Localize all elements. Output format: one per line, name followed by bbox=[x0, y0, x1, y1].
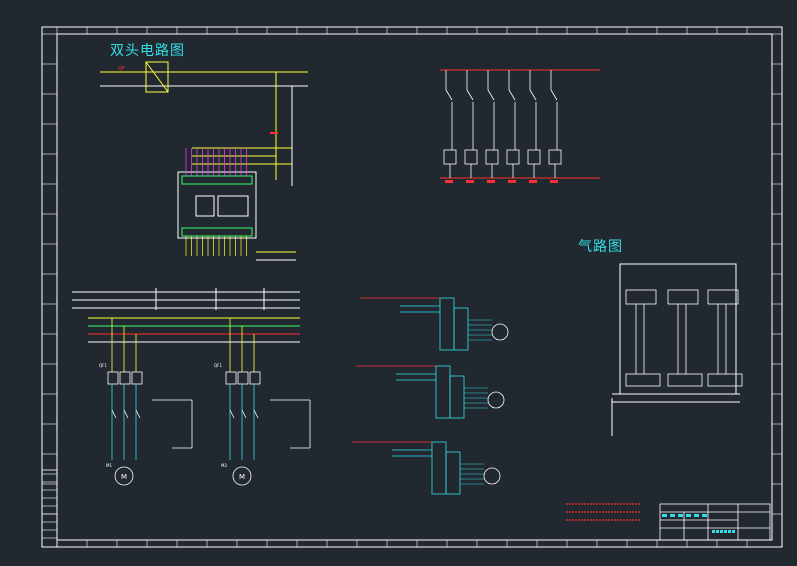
drive-terminal-block bbox=[453, 307, 469, 351]
title-cell bbox=[712, 530, 715, 533]
pneumatic-cylinder bbox=[667, 289, 703, 387]
pneumatic-diagram bbox=[611, 263, 743, 436]
relay-coil bbox=[485, 149, 499, 165]
relay-coil bbox=[506, 149, 520, 165]
motor-symbol bbox=[114, 466, 134, 486]
drawing-frame bbox=[41, 26, 783, 548]
notes bbox=[566, 503, 640, 521]
contactor-pole bbox=[107, 371, 119, 385]
motor-symbol bbox=[487, 391, 505, 409]
motor-branch-2: M bbox=[225, 318, 311, 486]
drive-module bbox=[352, 441, 501, 495]
breaker-label-1: QF1 bbox=[99, 363, 107, 368]
motor-label-1: M1 bbox=[106, 463, 112, 468]
title-cell bbox=[694, 514, 699, 517]
title-block bbox=[659, 503, 771, 541]
revision-table bbox=[41, 469, 58, 548]
pneumatic-diagram-title: 气路图 bbox=[578, 239, 623, 255]
power-feed-circuit: QF bbox=[100, 61, 308, 186]
motor-branch-1: M bbox=[107, 318, 193, 486]
title-block-cells bbox=[662, 514, 735, 533]
frame-grid-ticks bbox=[42, 27, 782, 547]
plc-module bbox=[177, 148, 296, 261]
contactor-pole bbox=[225, 371, 237, 385]
drive-terminal-block bbox=[449, 375, 465, 419]
motor-circuit-header bbox=[72, 288, 300, 310]
drive-module bbox=[360, 297, 509, 351]
relay-column bbox=[443, 70, 457, 183]
drive-body bbox=[435, 365, 451, 419]
title-cell bbox=[728, 530, 731, 533]
title-cell bbox=[662, 514, 667, 517]
solenoid-valve bbox=[707, 373, 743, 387]
title-cell bbox=[686, 514, 691, 517]
svg-text:QF: QF bbox=[118, 66, 125, 72]
relay-coil bbox=[464, 149, 478, 165]
drive-body bbox=[431, 441, 447, 495]
title-cell bbox=[670, 514, 675, 517]
solenoid-valve bbox=[625, 373, 661, 387]
contactor-pole bbox=[131, 371, 143, 385]
breaker-label-2: QF1 bbox=[214, 363, 222, 368]
drive-modules bbox=[352, 297, 509, 495]
contactor-pole bbox=[237, 371, 249, 385]
relay-tag bbox=[445, 180, 453, 183]
relay-column bbox=[527, 70, 541, 183]
contactor-pole bbox=[249, 371, 261, 385]
relay-column bbox=[485, 70, 499, 183]
relay-coil bbox=[548, 149, 562, 165]
motor-symbol bbox=[491, 323, 509, 341]
relay-coil bbox=[527, 149, 541, 165]
title-cell bbox=[724, 530, 727, 533]
title-cell bbox=[716, 530, 719, 533]
relay-tag bbox=[550, 180, 558, 183]
relay-tag bbox=[466, 180, 474, 183]
relay-tag bbox=[508, 180, 516, 183]
drive-terminal-block bbox=[445, 451, 461, 495]
title-cell bbox=[678, 514, 683, 517]
circuit-diagram-title: 双头电路图 bbox=[110, 43, 185, 59]
relay-column bbox=[464, 70, 478, 183]
plc-bottom-terminals bbox=[185, 236, 247, 256]
relay-coil bbox=[443, 149, 457, 165]
solenoid-valve bbox=[667, 373, 703, 387]
relay-tag bbox=[487, 180, 495, 183]
drive-body bbox=[439, 297, 455, 351]
motor-symbol bbox=[232, 466, 252, 486]
pneumatic-cylinder bbox=[625, 289, 661, 387]
motor-symbol-label: M bbox=[239, 473, 245, 481]
motor-label-2: M2 bbox=[221, 463, 227, 468]
contactor-pole bbox=[119, 371, 131, 385]
relay-column bbox=[506, 70, 520, 183]
motor-symbol-label: M bbox=[121, 473, 127, 481]
relay-column bbox=[548, 70, 562, 183]
relay-tag bbox=[529, 180, 537, 183]
plc-top-terminals bbox=[185, 148, 247, 176]
title-cell bbox=[720, 530, 723, 533]
title-cell bbox=[702, 514, 707, 517]
drive-module bbox=[356, 365, 505, 419]
three-phase-bus bbox=[88, 317, 300, 343]
title-cell bbox=[732, 530, 735, 533]
motor-symbol bbox=[483, 467, 501, 485]
revision-table-cells bbox=[42, 473, 57, 539]
pneumatic-cylinder bbox=[707, 289, 743, 387]
output-relay-bank bbox=[440, 69, 600, 183]
